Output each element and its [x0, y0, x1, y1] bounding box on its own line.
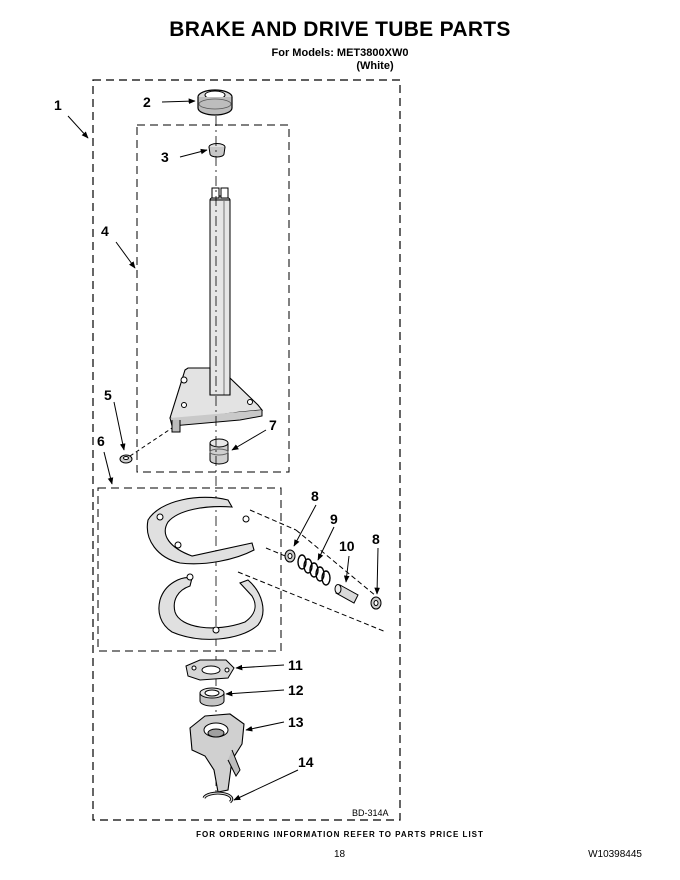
ring-part [199, 687, 225, 707]
callout-13: 13 [288, 714, 304, 730]
callout-5: 5 [104, 387, 112, 403]
upper-brake-shoe-part [146, 496, 255, 565]
callout-11: 11 [288, 657, 303, 673]
leader-13 [245, 721, 285, 732]
leader-4 [115, 241, 136, 269]
leader-6 [103, 451, 114, 485]
washer-part-right [370, 596, 382, 610]
bushing-part [209, 438, 229, 465]
bearing-part [197, 89, 233, 116]
callout-4: 4 [101, 223, 109, 239]
plate-part [185, 659, 235, 681]
leader-14 [233, 769, 299, 801]
leader-7 [231, 429, 267, 451]
page-number: 18 [334, 849, 346, 860]
leader-2 [161, 98, 196, 104]
leader-5 [113, 401, 126, 451]
callout-3: 3 [161, 149, 169, 165]
diagram-code: BD-314A [352, 808, 389, 818]
callout-12: 12 [288, 682, 304, 698]
page-title: BRAKE AND DRIVE TUBE PARTS [169, 18, 511, 41]
pin-part [334, 584, 359, 604]
callout-1: 1 [54, 97, 62, 113]
callout-14: 14 [298, 754, 314, 770]
washer-part-left [284, 549, 296, 563]
seal-part [208, 143, 226, 158]
drive-tube-group-box [136, 124, 290, 473]
callout-6: 6 [97, 433, 105, 449]
spring-part [297, 554, 331, 586]
ordering-note: FOR ORDERING INFORMATION REFER TO PARTS … [196, 830, 484, 839]
leader-9 [317, 526, 335, 561]
leader-10 [343, 555, 350, 583]
color-line: (White) [356, 60, 394, 72]
models-line: For Models: MET3800XW0 [271, 47, 409, 59]
clip-ring-part [202, 791, 234, 804]
callout-8a: 8 [311, 488, 319, 504]
cam-housing-part [189, 713, 245, 793]
leader-3 [179, 148, 208, 158]
assembly-outline-box [92, 79, 401, 821]
callout-7: 7 [269, 417, 277, 433]
callout-2: 2 [143, 94, 151, 110]
leader-8b [374, 547, 380, 595]
lower-brake-shoe-part [158, 573, 264, 640]
leader-8a [293, 504, 317, 547]
leader-11 [235, 664, 285, 671]
callout-10: 10 [339, 538, 355, 554]
nut-part [119, 454, 133, 464]
callout-8b: 8 [372, 531, 380, 547]
callout-9: 9 [330, 511, 338, 527]
leader-12 [225, 689, 285, 697]
document-code: W10398445 [588, 849, 642, 860]
leader-1 [67, 115, 89, 139]
brake-group-box [97, 487, 282, 652]
